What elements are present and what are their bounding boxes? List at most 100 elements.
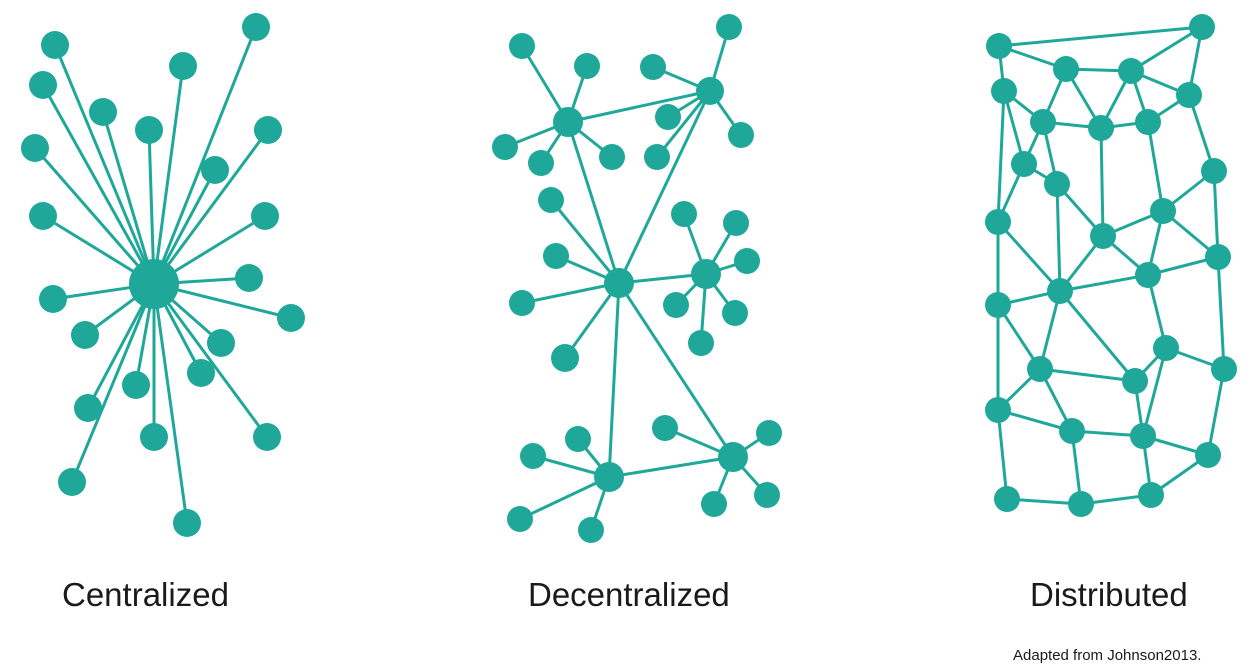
centralized-node: [253, 423, 281, 451]
distributed-edge: [996, 220, 1062, 293]
distributed-node: [1135, 262, 1161, 288]
centralized-network: [21, 13, 305, 537]
distributed-node: [1027, 356, 1053, 382]
distributed-edge: [1130, 25, 1203, 73]
distributed-node: [1011, 151, 1037, 177]
distributed-edge: [1206, 368, 1226, 456]
distributed-node: [986, 33, 1012, 59]
centralized-node: [41, 31, 69, 59]
centralized-node: [122, 371, 150, 399]
decentralized-edge: [608, 455, 734, 479]
distributed-edge: [1141, 347, 1168, 437]
centralized-node: [251, 202, 279, 230]
distributed-node: [1189, 14, 1215, 40]
distributed-edge: [1187, 94, 1216, 172]
source-credit: Adapted from Johnson2013.: [1013, 647, 1202, 664]
centralized-node: [187, 359, 215, 387]
decentralized-node: [509, 33, 535, 59]
decentralized-node: [701, 491, 727, 517]
centralized-node: [242, 13, 270, 41]
centralized-edge: [152, 283, 189, 524]
centralized-edge: [53, 44, 156, 285]
centralized-node: [21, 134, 49, 162]
distributed-node: [1153, 335, 1179, 361]
decentralized-node: [652, 415, 678, 441]
decentralized-node: [578, 517, 604, 543]
distributed-node: [1130, 423, 1156, 449]
centralized-edge: [152, 283, 269, 438]
decentralized-edge: [655, 90, 712, 158]
decentralized-edge: [521, 281, 620, 305]
distributed-edge: [1058, 290, 1137, 382]
decentralized-network: [492, 14, 782, 543]
centralized-node: [201, 156, 229, 184]
distributed-node: [1090, 223, 1116, 249]
decentralized-node: [722, 300, 748, 326]
decentralized-edge: [567, 89, 711, 124]
centralized-label: Centralized: [62, 576, 229, 613]
centralized-node: [29, 71, 57, 99]
centralized-node: [89, 98, 117, 126]
distributed-node: [1059, 418, 1085, 444]
distributed-node: [1176, 82, 1202, 108]
centralized-node: [235, 264, 263, 292]
distributed-node: [1201, 158, 1227, 184]
decentralized-node: [509, 290, 535, 316]
decentralized-node: [671, 201, 697, 227]
distributed-edge: [1059, 273, 1149, 293]
decentralized-node: [688, 330, 714, 356]
distributed-edge: [1216, 256, 1226, 370]
distributed-node: [1118, 58, 1144, 84]
decentralized-node: [492, 134, 518, 160]
decentralized-node: [528, 150, 554, 176]
distributed-edge: [1099, 127, 1105, 237]
distributed-edge: [1212, 170, 1220, 258]
decentralized-node: [640, 54, 666, 80]
decentralized-node: [691, 259, 721, 289]
decentralized-edge: [566, 121, 621, 284]
distributed-node: [1053, 56, 1079, 82]
distributed-node: [1205, 244, 1231, 270]
centralized-node: [58, 468, 86, 496]
decentralized-edge: [519, 475, 610, 521]
decentralized-edge: [617, 282, 735, 458]
centralized-edge: [152, 26, 258, 285]
distributed-node: [985, 292, 1011, 318]
distributed-node: [1138, 482, 1164, 508]
decentralized-node: [553, 107, 583, 137]
distributed-node: [985, 397, 1011, 423]
distributed-node: [1135, 109, 1161, 135]
distributed-node: [1088, 115, 1114, 141]
centralized-edge: [147, 129, 156, 285]
decentralized-node: [728, 122, 754, 148]
distributed-network: [985, 14, 1237, 517]
centralized-node: [173, 509, 201, 537]
decentralized-node: [756, 420, 782, 446]
decentralized-node: [663, 292, 689, 318]
decentralized-node: [604, 268, 634, 298]
distributed-node: [985, 209, 1011, 235]
distributed-edge: [996, 90, 1006, 223]
decentralized-node: [551, 344, 579, 372]
decentralized-node: [565, 426, 591, 452]
centralized-node: [277, 304, 305, 332]
distributed-node: [991, 78, 1017, 104]
distributed-label: Distributed: [1030, 576, 1188, 613]
centralized-edge: [152, 129, 270, 285]
distributed-edge: [1039, 367, 1136, 383]
centralized-node: [29, 202, 57, 230]
centralized-node: [254, 116, 282, 144]
decentralized-node: [520, 443, 546, 469]
centralized-node: [207, 329, 235, 357]
distributed-node: [1122, 368, 1148, 394]
decentralized-node: [718, 442, 748, 472]
decentralized-node: [644, 144, 670, 170]
centralized-node: [39, 285, 67, 313]
centralized-node: [135, 116, 163, 144]
centralized-edge: [70, 283, 156, 483]
distributed-node: [1211, 356, 1237, 382]
distributed-node: [1030, 109, 1056, 135]
centralized-edge: [33, 147, 156, 285]
